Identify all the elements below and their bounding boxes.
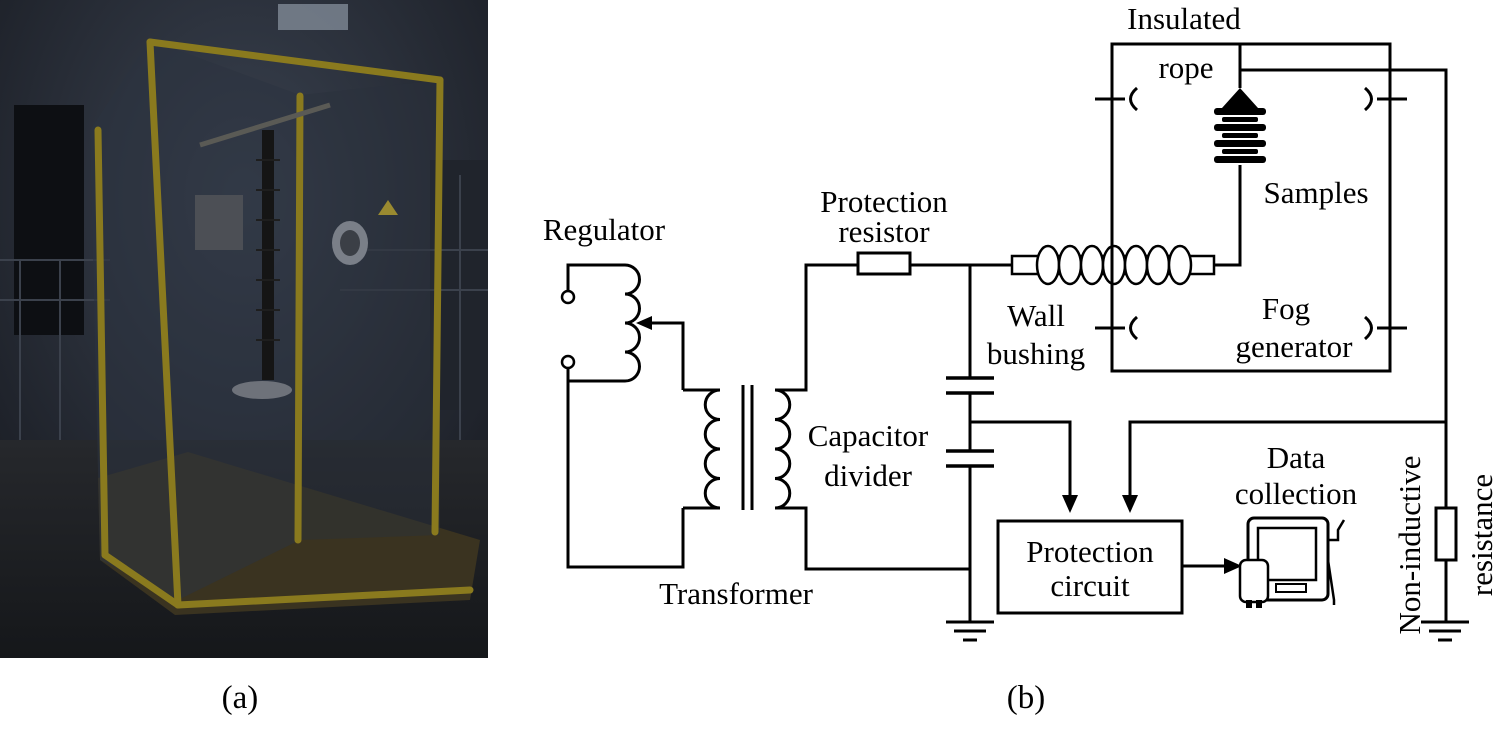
secondary-top-wire [775, 263, 858, 392]
transformer [683, 263, 970, 571]
sample-base [232, 381, 292, 399]
label-capacitor-divider-1: Capacitor [808, 418, 929, 453]
glass-panel-left [90, 40, 300, 600]
tap-arrow [1062, 495, 1078, 513]
ground-left [946, 620, 994, 642]
current-signal-wire [1128, 420, 1446, 495]
label-insulated-rope-2: rope [1158, 50, 1213, 85]
regulator-wire-top [566, 263, 625, 297]
regulator-wiper-wire [650, 321, 685, 390]
sample-ground-wire [1240, 68, 1448, 508]
label-fog-generator-2: generator [1235, 329, 1353, 364]
wiper-arrow [636, 316, 652, 330]
protection-resistor [856, 251, 912, 276]
chamber-frame [94, 38, 474, 609]
sample-insulator-symbol [1214, 88, 1266, 163]
circuit-diagram: Regulator Transformer Protection resisto… [543, 1, 1499, 642]
fog-nozzles [1095, 86, 1407, 341]
caption-b: (b) [1007, 680, 1045, 716]
label-wall-bushing-2: bushing [987, 336, 1085, 371]
bushing-to-sample-wire [1214, 165, 1242, 267]
protection-circuit-box [996, 519, 1184, 615]
sample-sheds [256, 159, 280, 341]
glass-panel-right [300, 80, 440, 540]
label-protection-resistor-2: resistor [838, 214, 930, 249]
label-insulated-rope-1: Insulated [1127, 1, 1241, 36]
label-capacitor-divider-2: divider [824, 458, 912, 493]
data-arrow [1224, 558, 1242, 574]
label-data-collection-2: collection [1235, 476, 1358, 511]
label-protection-circuit-1: Protection [1026, 534, 1154, 569]
warning-sign [378, 200, 398, 215]
caption-a: (a) [222, 680, 259, 716]
cross-beam [199, 102, 331, 148]
divider-tap-wire [970, 420, 1072, 495]
terminal-bottom [560, 354, 576, 370]
control-panel [195, 195, 243, 250]
doorway [14, 105, 84, 335]
regulator-coil [624, 263, 641, 383]
data-collection-device [1238, 516, 1346, 608]
label-fog-generator-1: Fog [1262, 291, 1310, 326]
non-inductive-resistor [1434, 506, 1458, 562]
capacitor-divider [946, 265, 1078, 622]
ground-right [1421, 620, 1469, 642]
label-non-inductive-1: Non-inductive [1392, 455, 1427, 634]
label-regulator: Regulator [543, 212, 666, 247]
secondary-bottom-wire [775, 506, 970, 571]
label-transformer: Transformer [659, 576, 814, 611]
label-data-collection-1: Data [1267, 440, 1326, 475]
label-samples: Samples [1263, 175, 1368, 210]
fog-chamber-box [1110, 42, 1392, 373]
label-non-inductive-2: resistance [1464, 474, 1499, 596]
ceiling-light [278, 4, 348, 30]
regulator-wire-mid [566, 368, 625, 383]
current-arrow [1122, 495, 1138, 513]
primary-coil [703, 388, 721, 510]
regulator-return-wire [566, 381, 685, 569]
regulator [560, 263, 685, 569]
fog-chamber-photo [0, 0, 488, 658]
wall-bushing [1010, 165, 1242, 286]
label-protection-circuit-2: circuit [1050, 568, 1130, 603]
label-wall-bushing-1: Wall [1007, 298, 1065, 333]
label-protection-resistor-1: Protection [820, 184, 948, 219]
terminal-top [560, 289, 576, 305]
secondary-coil [774, 388, 792, 510]
